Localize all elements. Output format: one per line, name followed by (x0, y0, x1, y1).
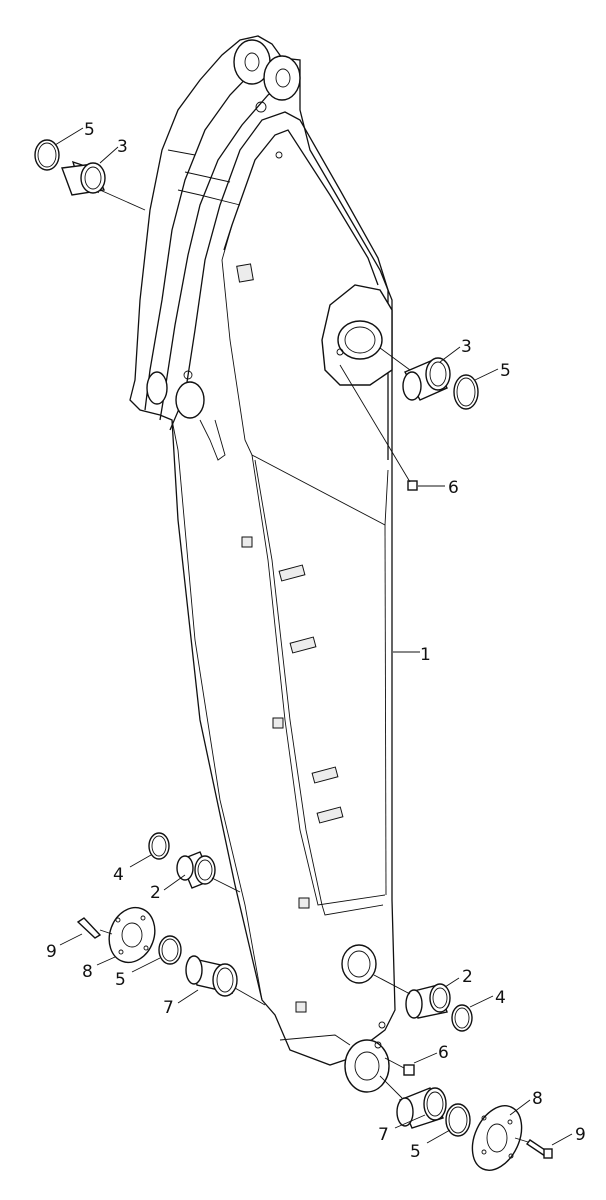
callout-5-right: 5 (500, 361, 511, 381)
seal-ring-lower-right-4 (451, 1004, 473, 1032)
bushing-lower-right-7 (379, 1075, 447, 1129)
callout-5-lower-right: 5 (410, 1142, 421, 1162)
callout-4-left: 4 (113, 865, 124, 885)
callout-4-right: 4 (495, 988, 506, 1008)
grease-nipple-lower (384, 1057, 415, 1076)
end-plate-left (99, 906, 156, 964)
callout-7-right: 7 (378, 1125, 389, 1145)
bushing-lower-left-7 (185, 955, 266, 1006)
seal-ring-lower-left-5 (158, 935, 182, 965)
callout-6-lower: 6 (438, 1043, 449, 1063)
callout-2-right: 2 (462, 967, 473, 987)
bolt-left (76, 917, 102, 939)
callout-2-left: 2 (150, 883, 161, 903)
callout-7-left: 7 (163, 998, 174, 1018)
callout-8-right: 8 (532, 1089, 543, 1109)
callout-labels: 1 2 2 3 3 4 4 5 5 5 5 6 6 7 7 8 8 9 9 (46, 120, 586, 1162)
bushing-lower-left-2 (176, 851, 241, 893)
seal-ring-lower-right-5 (445, 1103, 471, 1137)
callout-9-right: 9 (575, 1125, 586, 1145)
callout-1: 1 (420, 645, 431, 665)
callout-8-left: 8 (82, 962, 93, 982)
callout-3-top-left: 3 (117, 137, 128, 157)
end-plate-right (471, 1105, 523, 1171)
seal-ring-top-left (34, 139, 60, 171)
callout-5-top-left: 5 (84, 120, 95, 140)
bushing-top-left (61, 160, 146, 211)
arm-body (129, 35, 396, 1093)
leader-lines (54, 127, 573, 1146)
seal-ring-right-upper (453, 374, 479, 410)
callout-3-right: 3 (461, 337, 472, 357)
callout-9-left: 9 (46, 942, 57, 962)
callout-6-upper: 6 (448, 478, 459, 498)
bushing-right-upper (402, 357, 451, 401)
bolt-right (514, 1137, 553, 1159)
seal-ring-lower-left-4 (148, 832, 170, 860)
grease-nipple-upper (339, 364, 418, 491)
bushing-lower-right-2 (373, 974, 451, 1019)
callout-5-lower-left: 5 (115, 970, 126, 990)
